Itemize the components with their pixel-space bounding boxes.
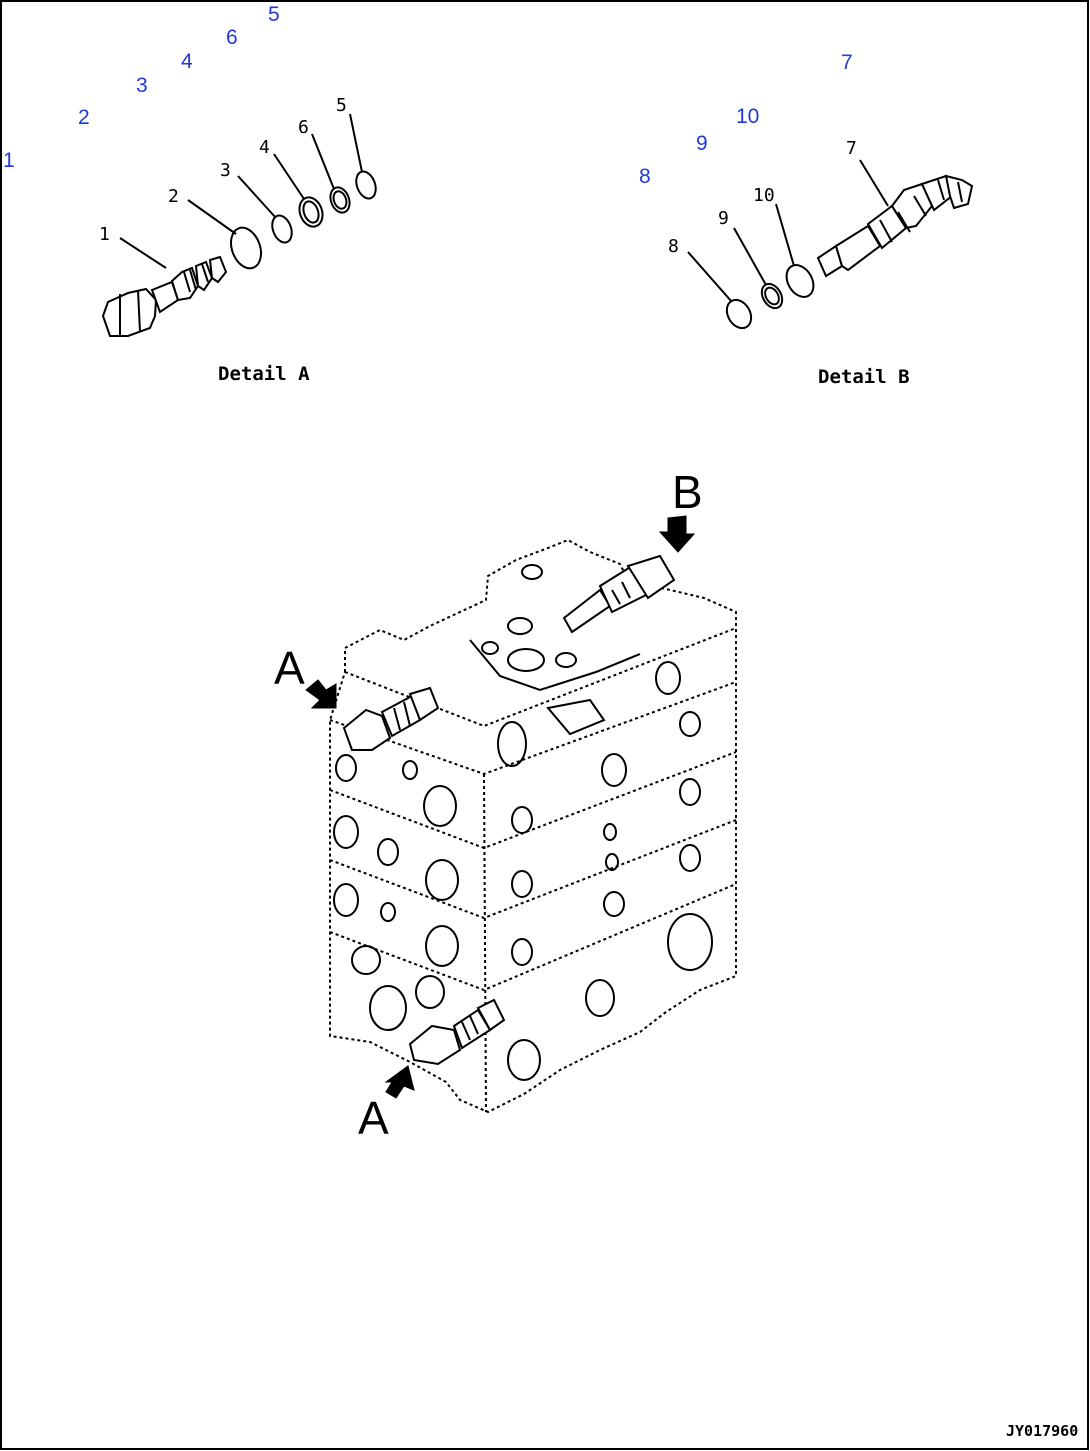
hotspot-part-2[interactable]: 2 [78, 106, 90, 129]
hotspot-part-4[interactable]: 4 [181, 50, 193, 73]
detail-b-group [687, 159, 974, 330]
callout-b-9: 9 [718, 208, 729, 229]
leader-a-3 [237, 175, 277, 219]
hotspot-part-6[interactable]: 6 [226, 26, 238, 49]
ring-3-shape [271, 214, 293, 244]
view-label-b: B [672, 466, 703, 518]
detail-b-callouts: 8 9 10 7 Detail B [668, 138, 910, 388]
leader-a-2 [187, 199, 237, 235]
arrow-view-b-icon [658, 515, 696, 553]
callout-b-8: 8 [668, 236, 679, 257]
callout-b-10: 10 [753, 185, 775, 206]
assembly-cartridge-a-lower [408, 998, 506, 1066]
detail-a-group [101, 113, 377, 337]
detail-b-caption: Detail B [818, 366, 910, 388]
ring-5-shape [355, 170, 377, 200]
view-label-a-lower: A [358, 1092, 389, 1144]
detail-a-callouts: 1 2 3 4 6 5 Detail A [99, 95, 347, 385]
control-valve-assembly [329, 538, 737, 1114]
hotspot-part-1[interactable]: 1 [3, 149, 15, 172]
hotspot-part-10[interactable]: 10 [736, 105, 760, 128]
leader-a-4 [273, 153, 305, 200]
detail-a-cartridge-drawing [101, 255, 228, 337]
ring-4-shape-outer [298, 196, 324, 228]
oring-10-shape [785, 264, 815, 298]
callout-a-5: 5 [336, 95, 347, 116]
hotspot-part-5[interactable]: 5 [268, 3, 280, 26]
view-label-a-upper: A [274, 642, 305, 694]
leader-b-7 [859, 159, 889, 207]
oring-2-shape [230, 226, 262, 270]
hotspot-part-7[interactable]: 7 [841, 51, 853, 74]
ring-9-shape-outer [760, 282, 784, 310]
leader-a-6 [311, 133, 335, 190]
callout-a-4: 4 [259, 137, 270, 158]
callout-b-7: 7 [846, 138, 857, 159]
callout-a-1: 1 [99, 224, 110, 245]
callout-a-3: 3 [220, 160, 231, 181]
callout-a-6: 6 [298, 117, 309, 138]
assembly-cartridge-a-upper [342, 686, 440, 751]
arrow-view-a-lower-icon [384, 1065, 415, 1099]
ring-9-shape-inner [764, 286, 780, 306]
assembly-cartridge-b [562, 554, 676, 634]
leader-a-1 [119, 237, 167, 269]
hotspot-part-8[interactable]: 8 [639, 165, 651, 188]
leader-b-9 [733, 227, 767, 286]
detail-a-caption: Detail A [218, 363, 310, 385]
leader-a-5 [349, 113, 363, 173]
detail-b-cartridge-drawing [816, 174, 974, 278]
hotspot-part-9[interactable]: 9 [696, 132, 708, 155]
callout-a-2: 2 [168, 186, 179, 207]
ring-4-shape-inner [302, 200, 320, 224]
leader-b-8 [687, 251, 733, 303]
ring-6-shape-outer [329, 186, 351, 214]
arrow-view-a-upper-icon [305, 679, 337, 709]
drawing-reference-number: JY017960 [1006, 1422, 1078, 1440]
ring-6-shape-inner [332, 190, 348, 210]
ring-8-shape [725, 298, 753, 330]
hotspot-part-3[interactable]: 3 [136, 74, 148, 97]
leader-b-10 [775, 203, 795, 267]
